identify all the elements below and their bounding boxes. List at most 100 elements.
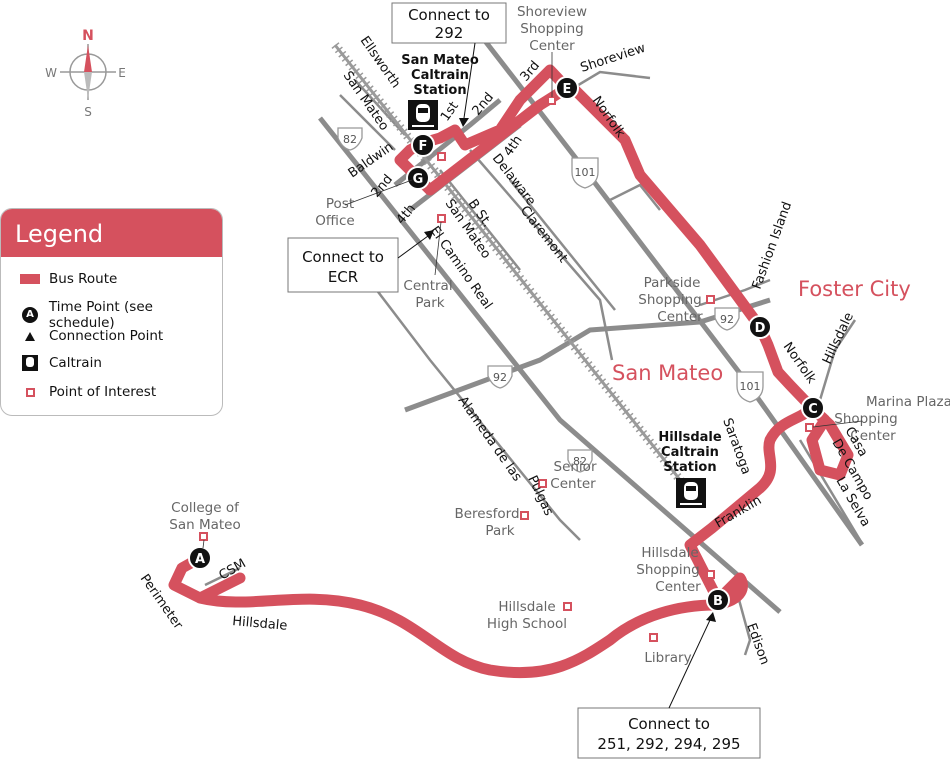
svg-text:Center: Center [655, 579, 701, 595]
svg-text:101: 101 [575, 166, 596, 179]
svg-text:S: S [84, 105, 92, 119]
poi-square-icon [547, 96, 556, 105]
us-101-road [473, 26, 865, 547]
svg-text:Shopping: Shopping [520, 21, 583, 37]
b-st-road [439, 169, 521, 271]
time-point-f[interactable]: F [411, 133, 435, 157]
delaware-road [469, 149, 614, 361]
legend-title: Legend [1, 209, 222, 257]
train-icon [22, 355, 38, 371]
ca-92-shield: 92 [714, 307, 740, 331]
poi-square-icon [706, 570, 715, 579]
la-selva-road [798, 439, 862, 541]
svg-text:Caltrain: Caltrain [411, 68, 469, 83]
svg-text:W: W [45, 66, 57, 80]
svg-text:1st: 1st [438, 99, 462, 124]
svg-text:High School: High School [487, 616, 567, 632]
time-point-a[interactable]: A [188, 546, 212, 570]
triangle-icon [459, 118, 469, 127]
svg-text:Central: Central [403, 278, 452, 294]
svg-text:Shopping: Shopping [636, 562, 699, 578]
time-points: A B C D E F G [188, 76, 825, 612]
poi-square-icon [649, 633, 658, 642]
svg-text:Parkside: Parkside [644, 275, 701, 291]
connect-292-box: Connect to 292 [391, 2, 507, 127]
svg-text:Shopping: Shopping [638, 292, 701, 308]
svg-text:Center: Center [657, 309, 703, 325]
svg-text:Connect to: Connect to [302, 248, 384, 266]
time-point-e[interactable]: E [555, 76, 579, 100]
poi-markers [199, 96, 814, 642]
svg-text:Park: Park [415, 295, 444, 311]
svg-text:Post: Post [326, 196, 354, 212]
svg-text:ECR: ECR [328, 268, 358, 286]
svg-text:2nd: 2nd [470, 90, 497, 119]
poi-square-icon [805, 423, 814, 432]
svg-text:Fashion Island: Fashion Island [750, 200, 796, 291]
poi-square-icon [199, 532, 208, 541]
poi-square-icon [706, 295, 715, 304]
time-point-d[interactable]: D [748, 315, 772, 339]
hillsdale-station-label: Hillsdale Caltrain Station [658, 430, 722, 475]
legend-item-bus-route: Bus Route [19, 271, 117, 287]
svg-text:Hillsdale: Hillsdale [658, 430, 722, 445]
poi-labels: Shoreview Shopping Center Post Office Ce… [169, 4, 950, 666]
svg-text:Shopping: Shopping [834, 411, 897, 427]
saratoga-road [609, 183, 661, 211]
svg-text:82: 82 [343, 133, 357, 146]
legend-panel: Legend Bus Route A Time Point (see sched… [0, 208, 223, 416]
svg-text:Franklin: Franklin [713, 493, 765, 532]
svg-text:Center: Center [529, 38, 575, 54]
svg-text:B: B [713, 594, 723, 609]
time-point-b[interactable]: B [706, 588, 730, 612]
svg-text:Center: Center [850, 428, 896, 444]
svg-text:101: 101 [740, 380, 761, 393]
svg-text:Connect to: Connect to [628, 715, 710, 733]
svg-text:Hillsdale: Hillsdale [641, 545, 698, 561]
svg-text:Saratoga: Saratoga [719, 416, 753, 476]
svg-text:G: G [413, 172, 424, 187]
poi-square-icon [437, 152, 446, 161]
ca-92-shield: 92 [487, 365, 513, 389]
svg-text:E: E [563, 82, 572, 97]
svg-text:Marina Plaza: Marina Plaza [866, 394, 950, 410]
svg-text:292: 292 [435, 24, 464, 42]
hillsdale-blvd-road [818, 319, 857, 401]
time-point-c[interactable]: C [801, 396, 825, 420]
ca-82-shield: 82 [567, 449, 593, 473]
connect-multi-box: Connect to 251, 292, 294, 295 [577, 612, 761, 759]
svg-text:College of: College of [171, 500, 240, 516]
poi-square-icon [520, 511, 529, 520]
legend-label: Point of Interest [49, 384, 157, 400]
svg-text:Shoreview: Shoreview [517, 4, 587, 20]
caltrain-railroad [331, 42, 704, 508]
claremont-road [509, 179, 616, 311]
legend-label: Bus Route [49, 271, 118, 287]
connect-ecr-box: Connect to ECR [287, 230, 434, 293]
svg-text:92: 92 [720, 313, 734, 326]
time-point-g[interactable]: G [406, 166, 430, 190]
legend-label: Time Point (see schedule) [48, 299, 153, 331]
san-mateo-city-label: San Mateo [612, 361, 723, 385]
svg-text:Beresford: Beresford [454, 506, 519, 522]
compass-rose: N S W E [45, 28, 126, 119]
ca-82-shield: 82 [337, 127, 363, 151]
el-camino-real-road [318, 116, 782, 614]
csm-road [204, 566, 241, 587]
svg-text:Center: Center [550, 476, 596, 492]
svg-text:Park: Park [485, 523, 514, 539]
ellsworth-road [354, 79, 406, 136]
svg-text:Hillsdale: Hillsdale [820, 310, 857, 366]
train-icon [408, 100, 438, 130]
svg-text:N: N [82, 28, 94, 44]
legend-item-poi: Point of Interest [19, 384, 156, 400]
svg-text:Alameda de las: Alameda de las [455, 394, 525, 485]
legend-item-caltrain: Caltrain [19, 355, 102, 371]
svg-text:Senior: Senior [554, 459, 597, 475]
triangle-icon [424, 230, 434, 240]
san-mateo-dr-road [339, 94, 396, 151]
poi-square-icon [563, 602, 572, 611]
svg-text:Hillsdale: Hillsdale [498, 599, 555, 615]
north-arrow-icon [84, 45, 92, 72]
